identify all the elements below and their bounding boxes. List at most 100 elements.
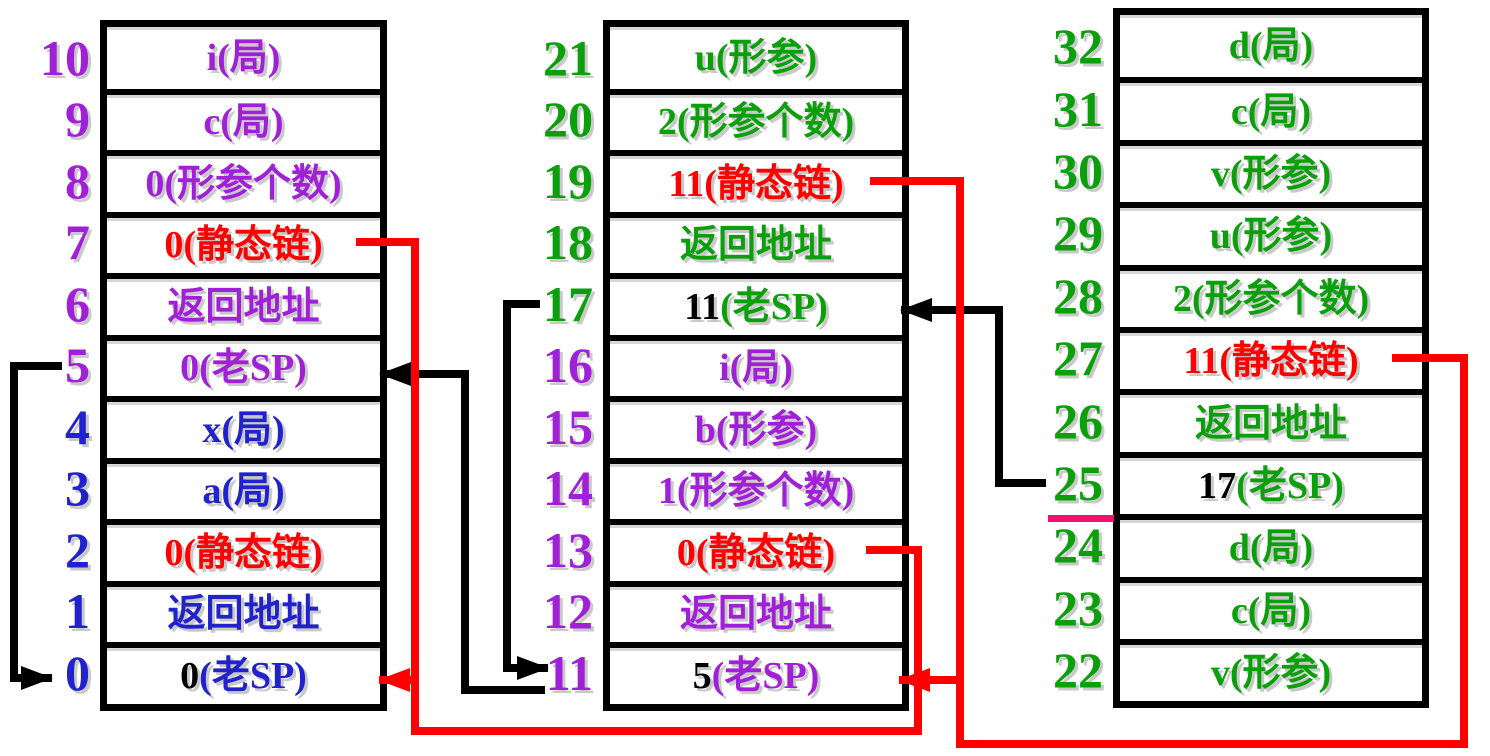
address-label: 20 (543, 91, 593, 148)
cell-text: u(形参) (1209, 215, 1333, 258)
stack-cell: i(局) (610, 334, 902, 397)
address-label: 0 (65, 644, 90, 701)
stack-cell: c(局) (1120, 576, 1422, 639)
address-label: 4 (65, 398, 90, 455)
cell-text: 0(静态链) (164, 224, 323, 267)
address-label: 17 (543, 275, 593, 332)
cell-text: 0(老SP) (180, 347, 307, 390)
address-label: 14 (543, 460, 593, 517)
cell-text: 0(静态链) (164, 531, 323, 574)
stack-cell: 11(静态链) (1120, 326, 1422, 389)
cell-text: (老SP) (720, 285, 828, 328)
address-label: 7 (65, 214, 90, 271)
stack-cell: b(形参) (610, 396, 902, 458)
stack-cell: 5(老SP) (610, 642, 902, 704)
stack-cell: 返回地址 (610, 580, 902, 643)
address-label: 26 (1053, 392, 1103, 449)
cell-text: 返回地址 (167, 285, 320, 328)
address-label: 13 (543, 521, 593, 578)
cell-text: (老SP) (199, 654, 307, 697)
stack-cell: 0(静态链) (107, 519, 380, 581)
cell-text: 返回地址 (167, 593, 320, 636)
cell-text: x(局) (202, 408, 285, 451)
address-label: 12 (543, 583, 593, 640)
address-label: 27 (1053, 330, 1103, 387)
stack-cell: 17(老SP) (1120, 451, 1422, 514)
stack-cell: 2(形参个数) (610, 88, 902, 151)
stack-box: i(局) c(局) 0(形参个数) 0(静态链) 返回地址 0(老SP) x(局) a(局) 0… (100, 20, 387, 711)
address-label: 10 (40, 29, 90, 86)
cell-text: d(局) (1228, 527, 1314, 570)
frame-boundary-marker (1048, 515, 1114, 522)
stack-cell: c(局) (1120, 77, 1422, 139)
cell-text: c(局) (203, 101, 284, 144)
cell-text: d(局) (1228, 25, 1314, 68)
cell-text: 0(形参个数) (145, 162, 342, 205)
stack-cell: x(局) (107, 396, 380, 458)
cell-text: 返回地址 (1194, 402, 1347, 445)
cell-text: v(形参) (1210, 152, 1332, 195)
stack-cell: 返回地址 (610, 211, 902, 274)
stack-cell: 2(形参个数) (1120, 264, 1422, 327)
address-label: 21 (543, 29, 593, 86)
cell-text: 17 (1198, 464, 1237, 507)
stack-cell: 1(形参个数) (610, 457, 902, 520)
stack-cell: 0(静态链) (610, 519, 902, 581)
address-label: 11 (545, 644, 593, 701)
address-label: 5 (65, 337, 90, 394)
cell-text: 11 (684, 285, 721, 328)
address-label: 6 (65, 275, 90, 332)
address-label: 3 (65, 460, 90, 517)
address-label: 31 (1053, 80, 1103, 137)
stack-cell: 11(静态链) (610, 150, 902, 212)
stack-cell: d(局) (1120, 514, 1422, 576)
address-label: 25 (1053, 454, 1103, 511)
stack-cell: 0(静态链) (107, 211, 380, 274)
cell-text: a(局) (202, 470, 285, 513)
stack-cell: 返回地址 (1120, 389, 1422, 451)
cell-text: b(形参) (694, 408, 818, 451)
stack-cell: u(形参) (610, 27, 902, 89)
stack-cell: v(形参) (1120, 139, 1422, 202)
stack-cell: d(局) (1120, 15, 1422, 77)
cell-text: c(局) (1230, 589, 1312, 632)
cell-text: 2(形参个数) (657, 101, 855, 144)
address-label: 2 (65, 521, 90, 578)
stack-cell: 返回地址 (107, 273, 380, 335)
cell-text: 1(形参个数) (657, 470, 855, 513)
cell-text: 返回地址 (679, 593, 832, 636)
address-label: 16 (543, 337, 593, 394)
cell-text: 5 (692, 654, 712, 697)
cell-text: 0 (180, 654, 200, 697)
cell-text: 2(形参个数) (1172, 277, 1370, 320)
cell-text: v(形参) (1210, 652, 1332, 695)
address-label: 19 (543, 152, 593, 209)
cell-text: i(局) (206, 36, 281, 79)
cell-text: i(局) (719, 347, 793, 390)
address-label: 1 (65, 583, 90, 640)
cell-text: (老SP) (711, 654, 820, 697)
address-label: 29 (1053, 205, 1103, 262)
address-label: 28 (1053, 267, 1103, 324)
address-label: 8 (65, 152, 90, 209)
address-label: 18 (543, 214, 593, 271)
cell-text: 11(静态链) (1183, 340, 1359, 383)
stack-cell: 0(形参个数) (107, 150, 380, 212)
stack-cell: 0(老SP) (107, 642, 380, 704)
address-label: 9 (65, 91, 90, 148)
stack-box: d(局) c(局) v(形参) u(形参) 2(形参个数) 11(静态链) 返回地址 17(老… (1113, 8, 1429, 709)
cell-text: 返回地址 (679, 224, 832, 267)
cell-text: (老SP) (1236, 464, 1344, 507)
address-label: 23 (1053, 579, 1103, 636)
stack-cell: 0(老SP) (107, 334, 380, 397)
stack-cell: 返回地址 (107, 580, 380, 643)
cell-text: u(形参) (694, 36, 818, 79)
